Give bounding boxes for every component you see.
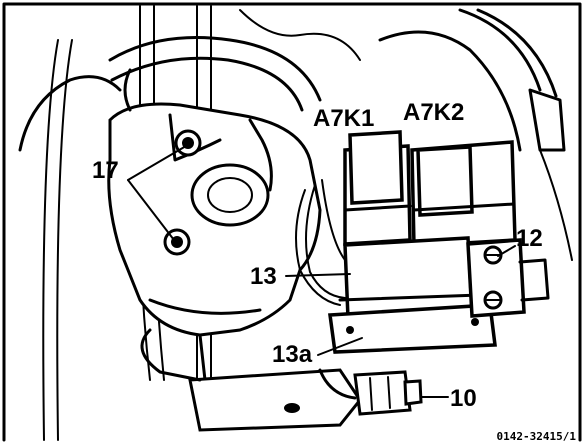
label-module-13: 13 (250, 263, 277, 290)
label-module-bracket-13a: 13a (272, 341, 313, 368)
leader-lines (127, 145, 516, 398)
upper-hoses (18, 8, 573, 261)
clamp-bracket (466, 238, 550, 318)
label-relay-a7k1: A7K1 (313, 105, 374, 132)
label-bolt-17: 17 (92, 157, 119, 184)
relay-a7k1 (343, 130, 412, 246)
sensor (318, 368, 423, 416)
pump-housing (107, 68, 322, 398)
label-relay-a7k2: A7K2 (403, 99, 464, 126)
wiring-harness (295, 179, 346, 306)
relay-a7k2 (410, 140, 517, 248)
lower-bracket (140, 328, 362, 432)
figure-caption: 0142-32415/1 (497, 430, 577, 443)
label-clamp-12: 12 (516, 225, 543, 252)
control-module (328, 236, 497, 354)
label-sensor-10: 10 (450, 385, 477, 412)
